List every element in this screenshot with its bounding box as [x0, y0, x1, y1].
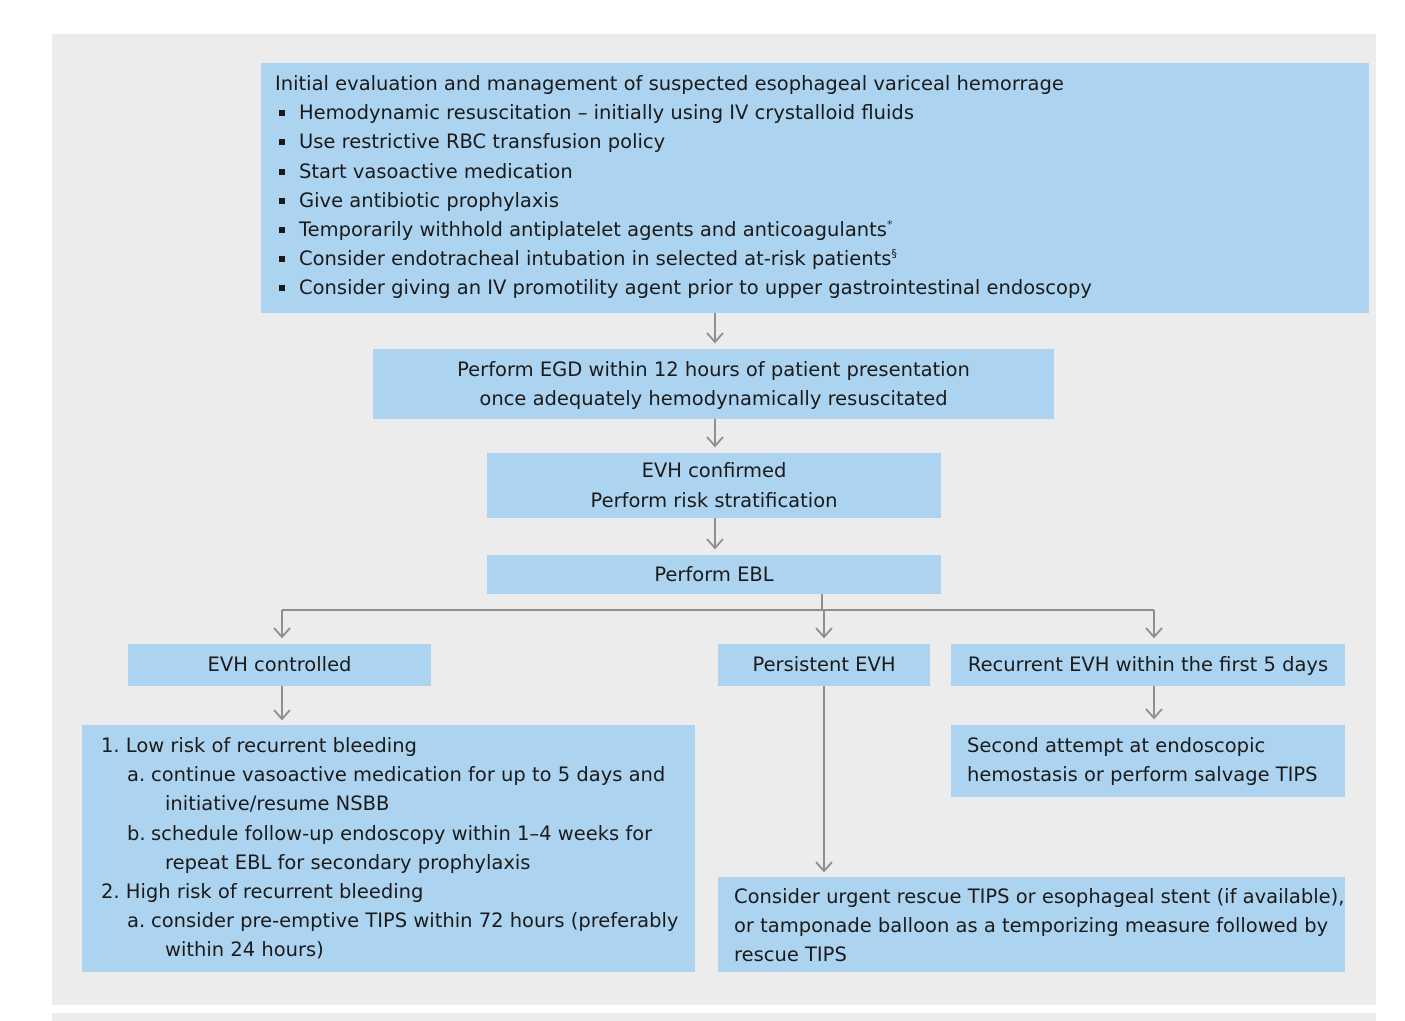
initial-evaluation-list: Hemodynamic resuscitation – initially us…	[275, 98, 1369, 302]
low-risk-item: 1. Low risk of recurrent bleeding	[101, 734, 417, 757]
low-risk-item-b-cont: repeat EBL for secondary prophylaxis	[165, 850, 531, 874]
list-item: Temporarily withhold antiplatelet agents…	[275, 215, 1369, 244]
low-risk-item-a-cont: initiative/resume NSBB	[165, 792, 390, 816]
evh-confirmed-line1: EVH confirmed	[641, 459, 787, 483]
high-risk-item-a-cont: within 24 hours)	[165, 938, 324, 962]
persistent-evh-box: Persistent EVH	[718, 644, 930, 686]
section-mark: §	[891, 247, 897, 261]
rescue-tips-line1: Consider urgent rescue TIPS or esophagea…	[734, 885, 1345, 908]
risk-management-box: 1. Low risk of recurrent bleeding a.cont…	[82, 725, 695, 972]
evh-controlled-label: EVH controlled	[207, 653, 352, 677]
perform-ebl-box: Perform EBL	[487, 555, 941, 594]
list-item: Start vasoactive medication	[275, 157, 1369, 186]
high-risk-item: 2. High risk of recurrent bleeding	[101, 880, 424, 904]
recurrent-evh-box: Recurrent EVH within the first 5 days	[951, 644, 1345, 686]
persistent-evh-label: Persistent EVH	[752, 653, 896, 677]
rescue-tips-line2: or tamponade balloon as a temporizing me…	[734, 914, 1329, 938]
perform-ebl-label: Perform EBL	[654, 562, 774, 586]
bottom-strip	[52, 1013, 1376, 1021]
high-risk-item-a: a.consider pre-emptive TIPS within 72 ho…	[127, 909, 679, 933]
list-item: Use restrictive RBC transfusion policy	[275, 127, 1369, 156]
evh-confirmed-box: EVH confirmed Perform risk stratificatio…	[487, 453, 941, 518]
asterisk-mark: *	[886, 218, 893, 232]
list-item: Consider endotracheal intubation in sele…	[275, 244, 1369, 273]
evh-confirmed-line2: Perform risk stratification	[590, 488, 838, 512]
list-item: Give antibiotic prophylaxis	[275, 186, 1369, 215]
perform-egd-box: Perform EGD within 12 hours of patient p…	[373, 349, 1054, 419]
second-attempt-line2: hemostasis or perform salvage TIPS	[967, 763, 1318, 787]
perform-egd-line2: once adequately hemodynamically resuscit…	[479, 387, 948, 410]
initial-evaluation-title: Initial evaluation and management of sus…	[275, 72, 1064, 95]
low-risk-item-b: b.schedule follow-up endoscopy within 1–…	[127, 821, 653, 845]
rescue-tips-line3: rescue TIPS	[734, 943, 847, 967]
second-attempt-box: Second attempt at endoscopic hemostasis …	[951, 725, 1345, 797]
low-risk-item-a: a.continue vasoactive medication for up …	[127, 763, 666, 787]
perform-egd-line1: Perform EGD within 12 hours of patient p…	[457, 357, 970, 381]
recurrent-evh-label: Recurrent EVH within the first 5 days	[967, 653, 1329, 677]
initial-evaluation-box: Initial evaluation and management of sus…	[261, 63, 1369, 313]
list-item: Hemodynamic resuscitation – initially us…	[275, 98, 1369, 127]
rescue-tips-box: Consider urgent rescue TIPS or esophagea…	[718, 877, 1345, 972]
list-item: Consider giving an IV promotility agent …	[275, 273, 1369, 302]
evh-controlled-box: EVH controlled	[128, 644, 431, 686]
second-attempt-line1: Second attempt at endoscopic	[967, 734, 1266, 757]
